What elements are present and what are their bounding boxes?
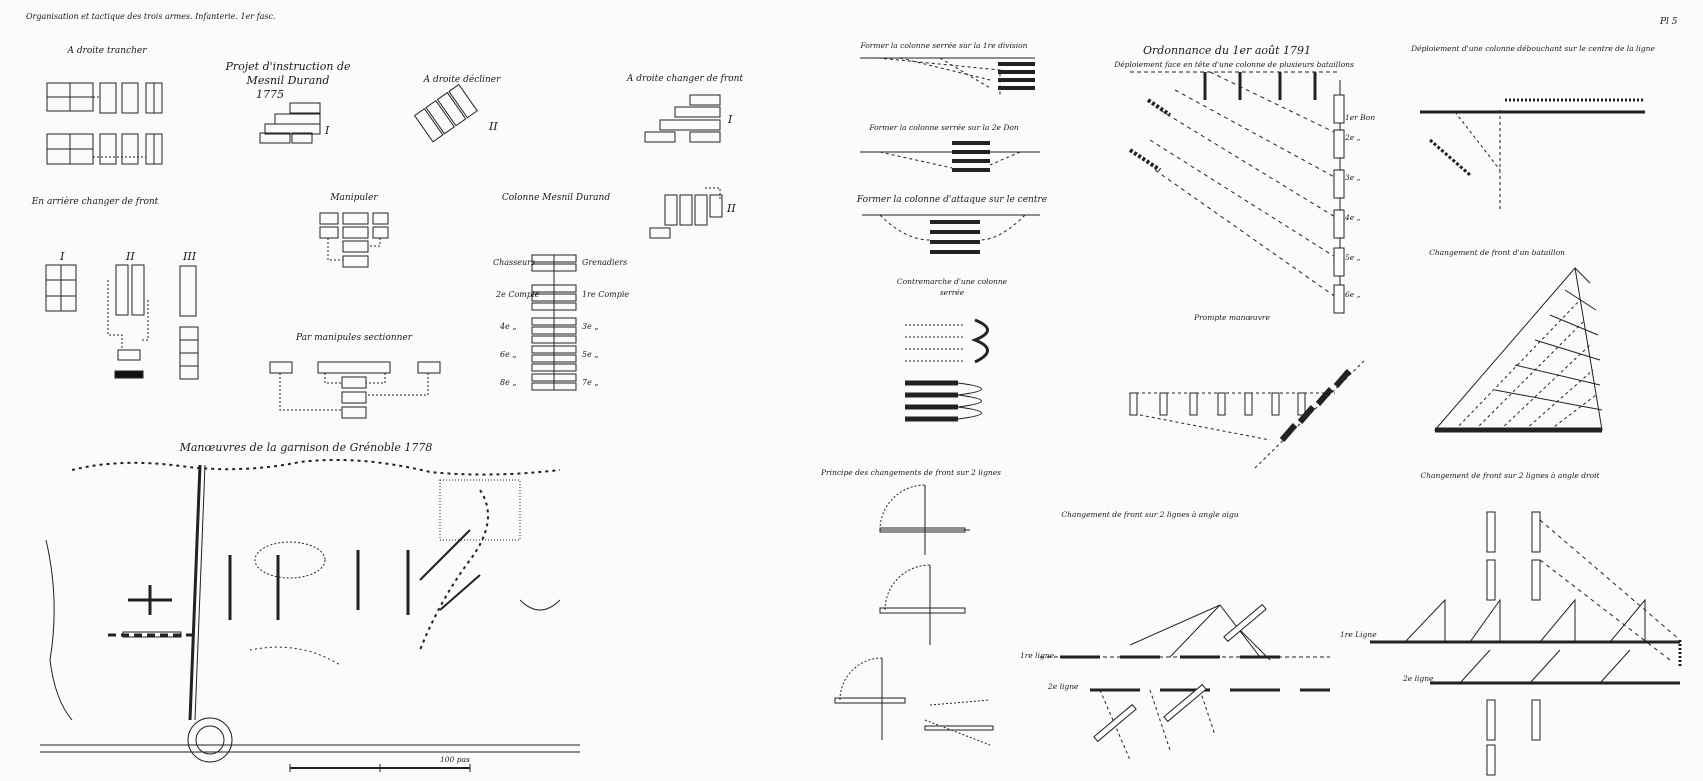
roman-III-arriere: III bbox=[183, 250, 197, 263]
title-manipuler: Manipuler bbox=[330, 193, 378, 203]
col-left-0: Chasseurs bbox=[493, 258, 536, 267]
scale-label: 100 pas bbox=[440, 755, 470, 764]
diagram-projet-I bbox=[259, 102, 321, 144]
label-premiere-ligne-b: 1re Ligne bbox=[1340, 630, 1377, 639]
diagram-en-arriere bbox=[45, 264, 199, 380]
title-projet-1: Projet d'instruction de bbox=[225, 60, 351, 73]
col-left-1: 2e Compie bbox=[496, 290, 540, 299]
bn-label-4: 5e „ bbox=[1345, 253, 1361, 262]
diagram-a-droite-trancher bbox=[46, 82, 163, 165]
col-right-4: 7e „ bbox=[582, 378, 599, 387]
diagram-manipuler bbox=[319, 212, 389, 268]
col-right-3: 5e „ bbox=[582, 350, 599, 359]
title-projet-year: 1775 bbox=[256, 88, 284, 101]
roman-II-decliner: II bbox=[489, 120, 498, 133]
diagram-former-colonne-attaque bbox=[862, 214, 1040, 254]
col-left-4: 8e „ bbox=[500, 378, 517, 387]
roman-I-changer: I bbox=[728, 113, 733, 126]
title-a-droite-decliner: A droite décliner bbox=[423, 75, 501, 85]
diagram-angle-droit bbox=[1370, 511, 1682, 776]
diagram-colonne-mesnil-durand bbox=[531, 254, 577, 391]
label-deuxieme-ligne-b: 2e ligne bbox=[1403, 674, 1434, 683]
col-right-2: 3e „ bbox=[582, 322, 599, 331]
bn-label-1: 2e „ bbox=[1345, 133, 1361, 142]
col-left-3: 6e „ bbox=[500, 350, 517, 359]
col-right-1: 1re Compie bbox=[582, 290, 630, 299]
title-principe: Principe des changements de front sur 2 … bbox=[820, 468, 1002, 477]
diagram-par-manipules bbox=[269, 361, 441, 419]
title-contremarche-2: serrée bbox=[939, 288, 965, 297]
diagram-changer-front-I bbox=[644, 94, 721, 143]
diagram-former-colonne-2 bbox=[860, 141, 1040, 172]
diagram-prompte-manoeuvre bbox=[1129, 359, 1366, 469]
diagram-angle-aigu bbox=[1040, 603, 1330, 761]
diagram-principe-changements bbox=[834, 484, 994, 746]
bn-label-3: 4e „ bbox=[1345, 213, 1361, 222]
plate-number: Pl 5 bbox=[1660, 17, 1678, 27]
roman-II-changer: II bbox=[727, 202, 736, 215]
bn-label-2: 3e „ bbox=[1345, 173, 1361, 182]
col-left-2: 4e „ bbox=[500, 322, 517, 331]
diagram-changer-front-II bbox=[649, 187, 723, 239]
title-deploiement-tete: Déploiement face en tête d'une colonne d… bbox=[1114, 60, 1354, 69]
title-prompte: Prompte manœuvre bbox=[1194, 313, 1270, 322]
title-a-droite-trancher: A droite trancher bbox=[67, 46, 147, 56]
title-angle-droit: Changement de front sur 2 lignes à angle… bbox=[1420, 471, 1600, 480]
title-angle-aigu: Changement de front sur 2 lignes à angle… bbox=[1061, 510, 1239, 519]
diagram-changement-bataillon bbox=[1433, 266, 1603, 433]
title-projet-2: Mesnil Durand bbox=[246, 74, 330, 87]
garrison-map bbox=[40, 459, 580, 772]
running-title: Organisation et tactique des trois armes… bbox=[26, 12, 276, 21]
roman-II-arriere: II bbox=[126, 250, 135, 263]
title-garrison: Manœuvres de la garnison de Grénoble 177… bbox=[179, 441, 433, 454]
roman-I-arriere: I bbox=[60, 250, 65, 263]
title-changer-front: A droite changer de front bbox=[626, 74, 744, 84]
title-ordonnance: Ordonnance du 1er août 1791 bbox=[1143, 44, 1311, 57]
title-former-attaque: Former la colonne d'attaque sur le centr… bbox=[856, 195, 1048, 205]
title-deploiement-centre: Déploiement d'une colonne débouchant sur… bbox=[1411, 44, 1655, 53]
diagram-a-droite-decliner bbox=[413, 83, 478, 143]
roman-I-projet: I bbox=[325, 124, 330, 137]
title-en-arriere: En arrière changer de front bbox=[31, 197, 159, 207]
diagram-ordonnance-1791 bbox=[1128, 71, 1345, 314]
bn-label-5: 6e „ bbox=[1345, 290, 1361, 299]
diagram-contremarche bbox=[905, 318, 989, 422]
title-former-colonne-1: Former la colonne serrée sur la 1re divi… bbox=[860, 41, 1028, 50]
label-deuxieme-ligne: 2e ligne bbox=[1048, 682, 1079, 691]
col-right-0: Grenadiers bbox=[582, 258, 628, 267]
title-contremarche-1: Contremarche d'une colonne bbox=[896, 277, 1008, 286]
bn-label-0: 1er Bon bbox=[1345, 113, 1376, 122]
label-premiere-ligne: 1re ligne bbox=[1020, 651, 1055, 660]
title-former-colonne-2: Former la colonne serrée sur la 2e Don bbox=[869, 123, 1019, 132]
title-changement-bataillon: Changement de front d'un bataillon bbox=[1429, 248, 1565, 257]
diagram-deploiement-centre bbox=[1420, 98, 1645, 210]
title-colonne-mesnil: Colonne Mesnil Durand bbox=[501, 193, 611, 203]
diagram-former-colonne-1 bbox=[860, 57, 1035, 95]
title-par-manipules: Par manipules sectionner bbox=[295, 333, 413, 343]
